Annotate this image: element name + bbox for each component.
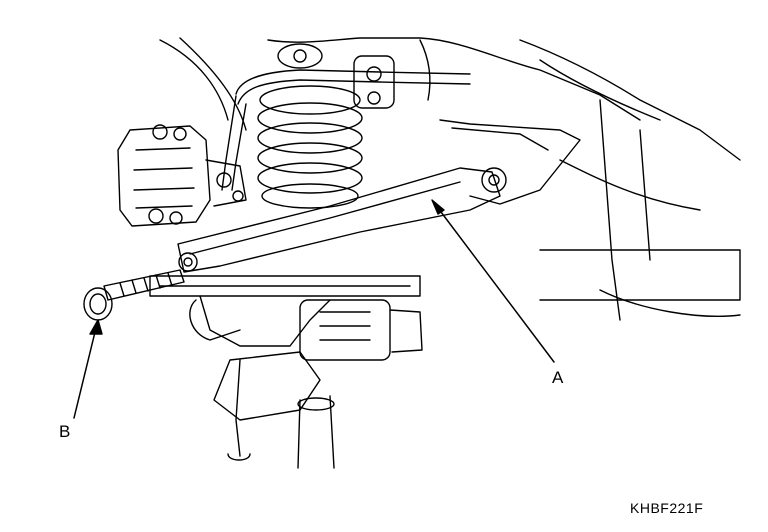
mounting-bolt bbox=[84, 270, 184, 320]
support-jack bbox=[150, 276, 422, 468]
callout-label-a: A bbox=[552, 368, 564, 387]
leader-line-b bbox=[74, 328, 96, 418]
figure-code: KHBF221F bbox=[630, 500, 704, 516]
brake-caliper bbox=[118, 125, 246, 226]
stabilizer-bar bbox=[222, 56, 470, 190]
arm-bushing-outer bbox=[179, 253, 197, 271]
stabilizer-bushing bbox=[354, 56, 394, 108]
arm-bushing-inner bbox=[482, 168, 506, 192]
bolt-head bbox=[84, 288, 112, 320]
lower-control-arm bbox=[178, 120, 580, 272]
coil-spring bbox=[258, 44, 362, 208]
callout-label-b: B bbox=[59, 422, 71, 441]
leader-line-a bbox=[438, 208, 554, 362]
arrowhead-b bbox=[90, 320, 102, 334]
arrowhead-a bbox=[432, 200, 444, 214]
body-structure bbox=[160, 38, 740, 320]
